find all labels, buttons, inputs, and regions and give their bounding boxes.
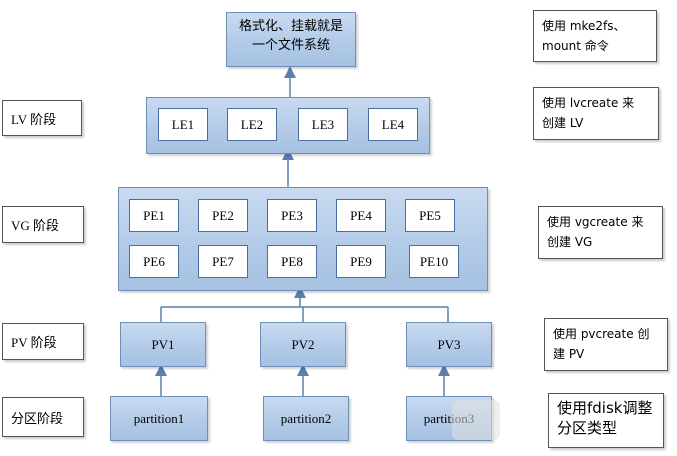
pe-cell: PE9 [336,245,386,278]
note-vg: 使用 vgcreate 来 创建 VG [538,206,663,259]
pe-cell: PE6 [129,245,179,278]
note-partition-line1: 使用fdisk调整 [557,399,653,417]
pv-node: PV2 [260,322,346,367]
filesystem-line1: 格式化、挂载就是 [238,19,343,34]
watermark-overlay [452,400,500,440]
note-lv: 使用 lvcreate 来 创建 LV [533,87,659,140]
stage-lv-label: LV 阶段 [2,100,82,136]
stage-partition-label: 分区阶段 [2,397,84,437]
pe-cell: PE8 [267,245,317,278]
note-vg-line2: 创建 VG [547,235,593,249]
note-vg-line1: 使用 vgcreate 来 [547,215,644,229]
note-format-line1: 使用 mke2fs、 [542,19,626,33]
pe-cell: PE3 [267,199,317,232]
note-lv-line1: 使用 lvcreate 来 [542,96,635,110]
note-pv-line2: 建 PV [553,347,585,361]
note-pv-line1: 使用 pvcreate 创 [553,327,650,341]
pe-cell: PE7 [198,245,248,278]
note-partition-line2: 分区类型 [557,419,618,437]
lv-container: LE1 LE2 LE3 LE4 [146,97,430,154]
pe-cell: PE4 [336,199,386,232]
le-cell: LE3 [298,108,348,141]
note-pv: 使用 pvcreate 创 建 PV [544,318,668,371]
pe-cell: PE10 [409,245,459,278]
vg-container: PE1 PE2 PE3 PE4 PE5 PE6 PE7 PE8 PE9 PE10 [118,187,488,291]
pe-cell: PE5 [405,199,455,232]
le-cell: LE2 [227,108,277,141]
partition-node: partition1 [110,396,208,441]
le-cell: LE4 [368,108,418,141]
pv-node: PV3 [406,322,492,367]
stage-pv-label: PV 阶段 [2,323,84,360]
pe-cell: PE1 [129,199,179,232]
le-cell: LE1 [158,108,208,141]
pe-cell: PE2 [198,199,248,232]
stage-vg-label: VG 阶段 [2,206,84,243]
partition-node: partition2 [263,396,349,441]
note-format-line2: mount 命令 [542,39,609,53]
filesystem-line2: 一个文件系统 [251,38,330,53]
note-partition: 使用fdisk调整 分区类型 [548,393,664,448]
pv-node: PV1 [120,322,206,367]
filesystem-box: 格式化、挂载就是 一个文件系统 [226,12,356,67]
note-lv-line2: 创建 LV [542,116,584,130]
note-format: 使用 mke2fs、 mount 命令 [533,10,657,62]
